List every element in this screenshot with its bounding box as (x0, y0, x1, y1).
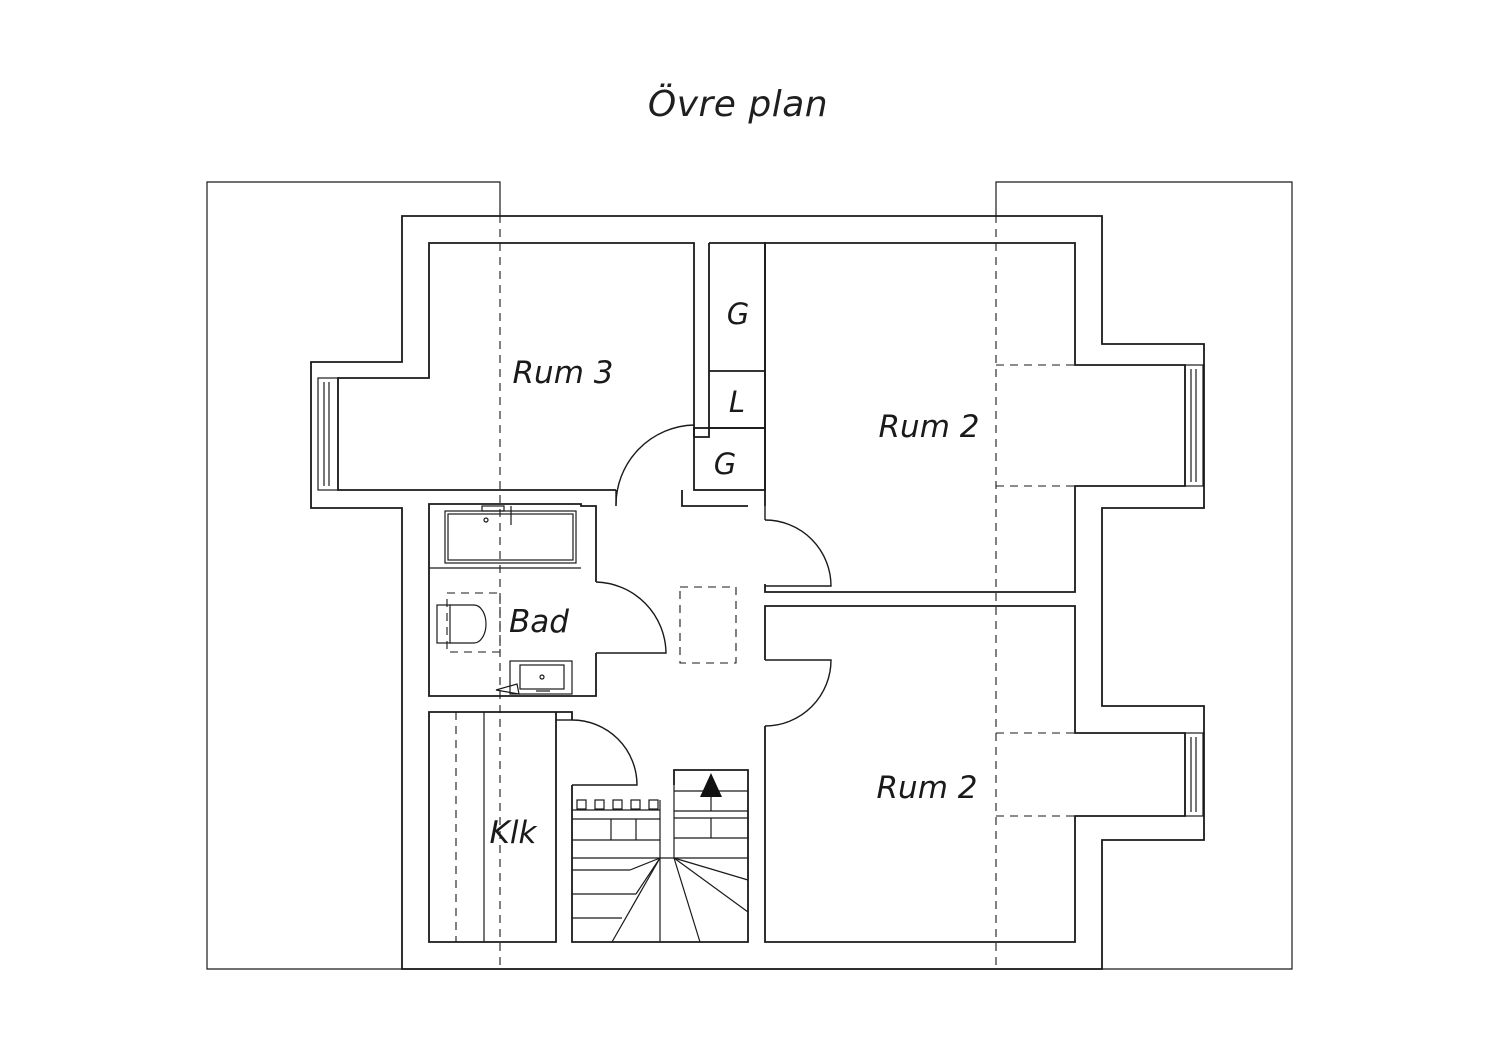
room-klk (428, 711, 573, 943)
room-label-rum2-lower: Rum 2 (877, 770, 978, 806)
window-icon (317, 377, 339, 491)
closet-label-l: L (729, 385, 745, 419)
stair-posts (576, 799, 659, 810)
bathtub-icon (444, 505, 577, 564)
door-klk (556, 719, 638, 786)
room-label-bad: Bad (509, 604, 569, 640)
toilet-icon (436, 592, 501, 653)
closet-label-g-lower: G (714, 447, 736, 481)
staircase (571, 769, 749, 943)
closet-label-g-upper: G (727, 297, 749, 331)
window-icon (1184, 732, 1204, 817)
room-bad (428, 503, 597, 697)
roof-hatch (679, 586, 737, 664)
room-label-klk: Klk (490, 815, 538, 851)
plan-title: Övre plan (647, 84, 829, 125)
window-icon (1184, 364, 1204, 487)
sink-icon (495, 660, 573, 695)
room-label-rum2-upper: Rum 2 (879, 409, 980, 445)
door-rum2-lower (764, 659, 832, 727)
roof-outline (206, 181, 1293, 970)
door-bad (595, 581, 667, 654)
exterior-wall (310, 215, 1205, 970)
stair-arrow-icon (700, 773, 722, 797)
door-rum3 (615, 424, 695, 507)
room-label-rum3: Rum 3 (513, 355, 614, 391)
door-rum2-upper (764, 506, 832, 587)
